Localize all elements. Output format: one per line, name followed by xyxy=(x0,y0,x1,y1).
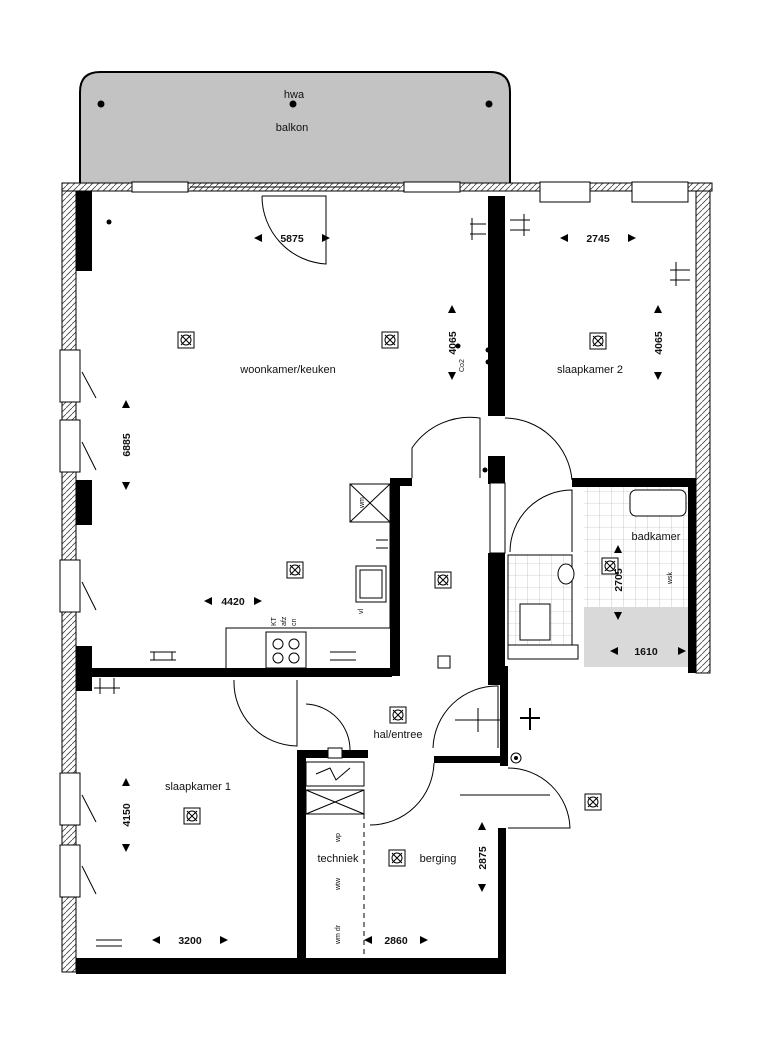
wp-label: wp xyxy=(335,833,342,843)
hwa-label: hwa xyxy=(284,89,305,101)
technical-label: techniek xyxy=(318,853,359,865)
wm-dr-label: wm dr xyxy=(335,924,342,945)
vl-label: vl xyxy=(358,609,365,615)
dim-bedroom2-width: 2745 xyxy=(586,233,610,245)
dim-living-depth: 4065 xyxy=(447,331,459,355)
bedroom1-label: slaapkamer 1 xyxy=(165,781,231,793)
bedroom2-label: slaapkamer 2 xyxy=(557,364,623,376)
afz-label: afz xyxy=(281,616,288,626)
living-label: woonkamer/keuken xyxy=(239,364,335,376)
windows-left xyxy=(59,349,97,898)
electrical-points xyxy=(106,219,550,796)
dim-living-height: 6885 xyxy=(121,433,133,457)
dimension-arrows xyxy=(122,234,686,944)
exterior-wall-right xyxy=(695,190,711,674)
dim-bathroom-height: 2705 xyxy=(613,568,625,592)
storage-label: berging xyxy=(420,853,457,865)
balcony xyxy=(79,71,511,186)
kitchen-counter xyxy=(225,483,391,669)
bathroom-label: badkamer xyxy=(632,531,681,543)
dim-bedroom2-height: 4065 xyxy=(653,331,665,355)
co2-label: Co2 xyxy=(459,359,466,372)
dim-bathroom-width: 1610 xyxy=(634,646,658,658)
hall-label: hal/entree xyxy=(374,729,423,741)
dim-storage-width: 2860 xyxy=(384,935,408,947)
interior-walls xyxy=(76,191,696,974)
windows-top xyxy=(131,181,689,203)
bathroom-fixtures xyxy=(507,487,688,667)
balcony-label: balkon xyxy=(276,122,308,134)
dim-kitchen-width: 4420 xyxy=(221,596,245,608)
dim-living-width: 5875 xyxy=(280,233,304,245)
dim-bedroom1-height: 4150 xyxy=(121,803,133,827)
wsk-label: wsk xyxy=(667,571,674,585)
dim-storage-height: 2875 xyxy=(477,846,489,870)
wm-label: wm xyxy=(359,497,366,509)
radiators xyxy=(94,214,690,947)
technical-units xyxy=(305,747,365,958)
wtw-label: wtw xyxy=(335,877,342,891)
dim-bedroom1-width: 3200 xyxy=(178,935,202,947)
kt-label: KT xyxy=(271,616,278,626)
doors xyxy=(233,195,573,829)
cn-label: cn xyxy=(291,619,298,627)
